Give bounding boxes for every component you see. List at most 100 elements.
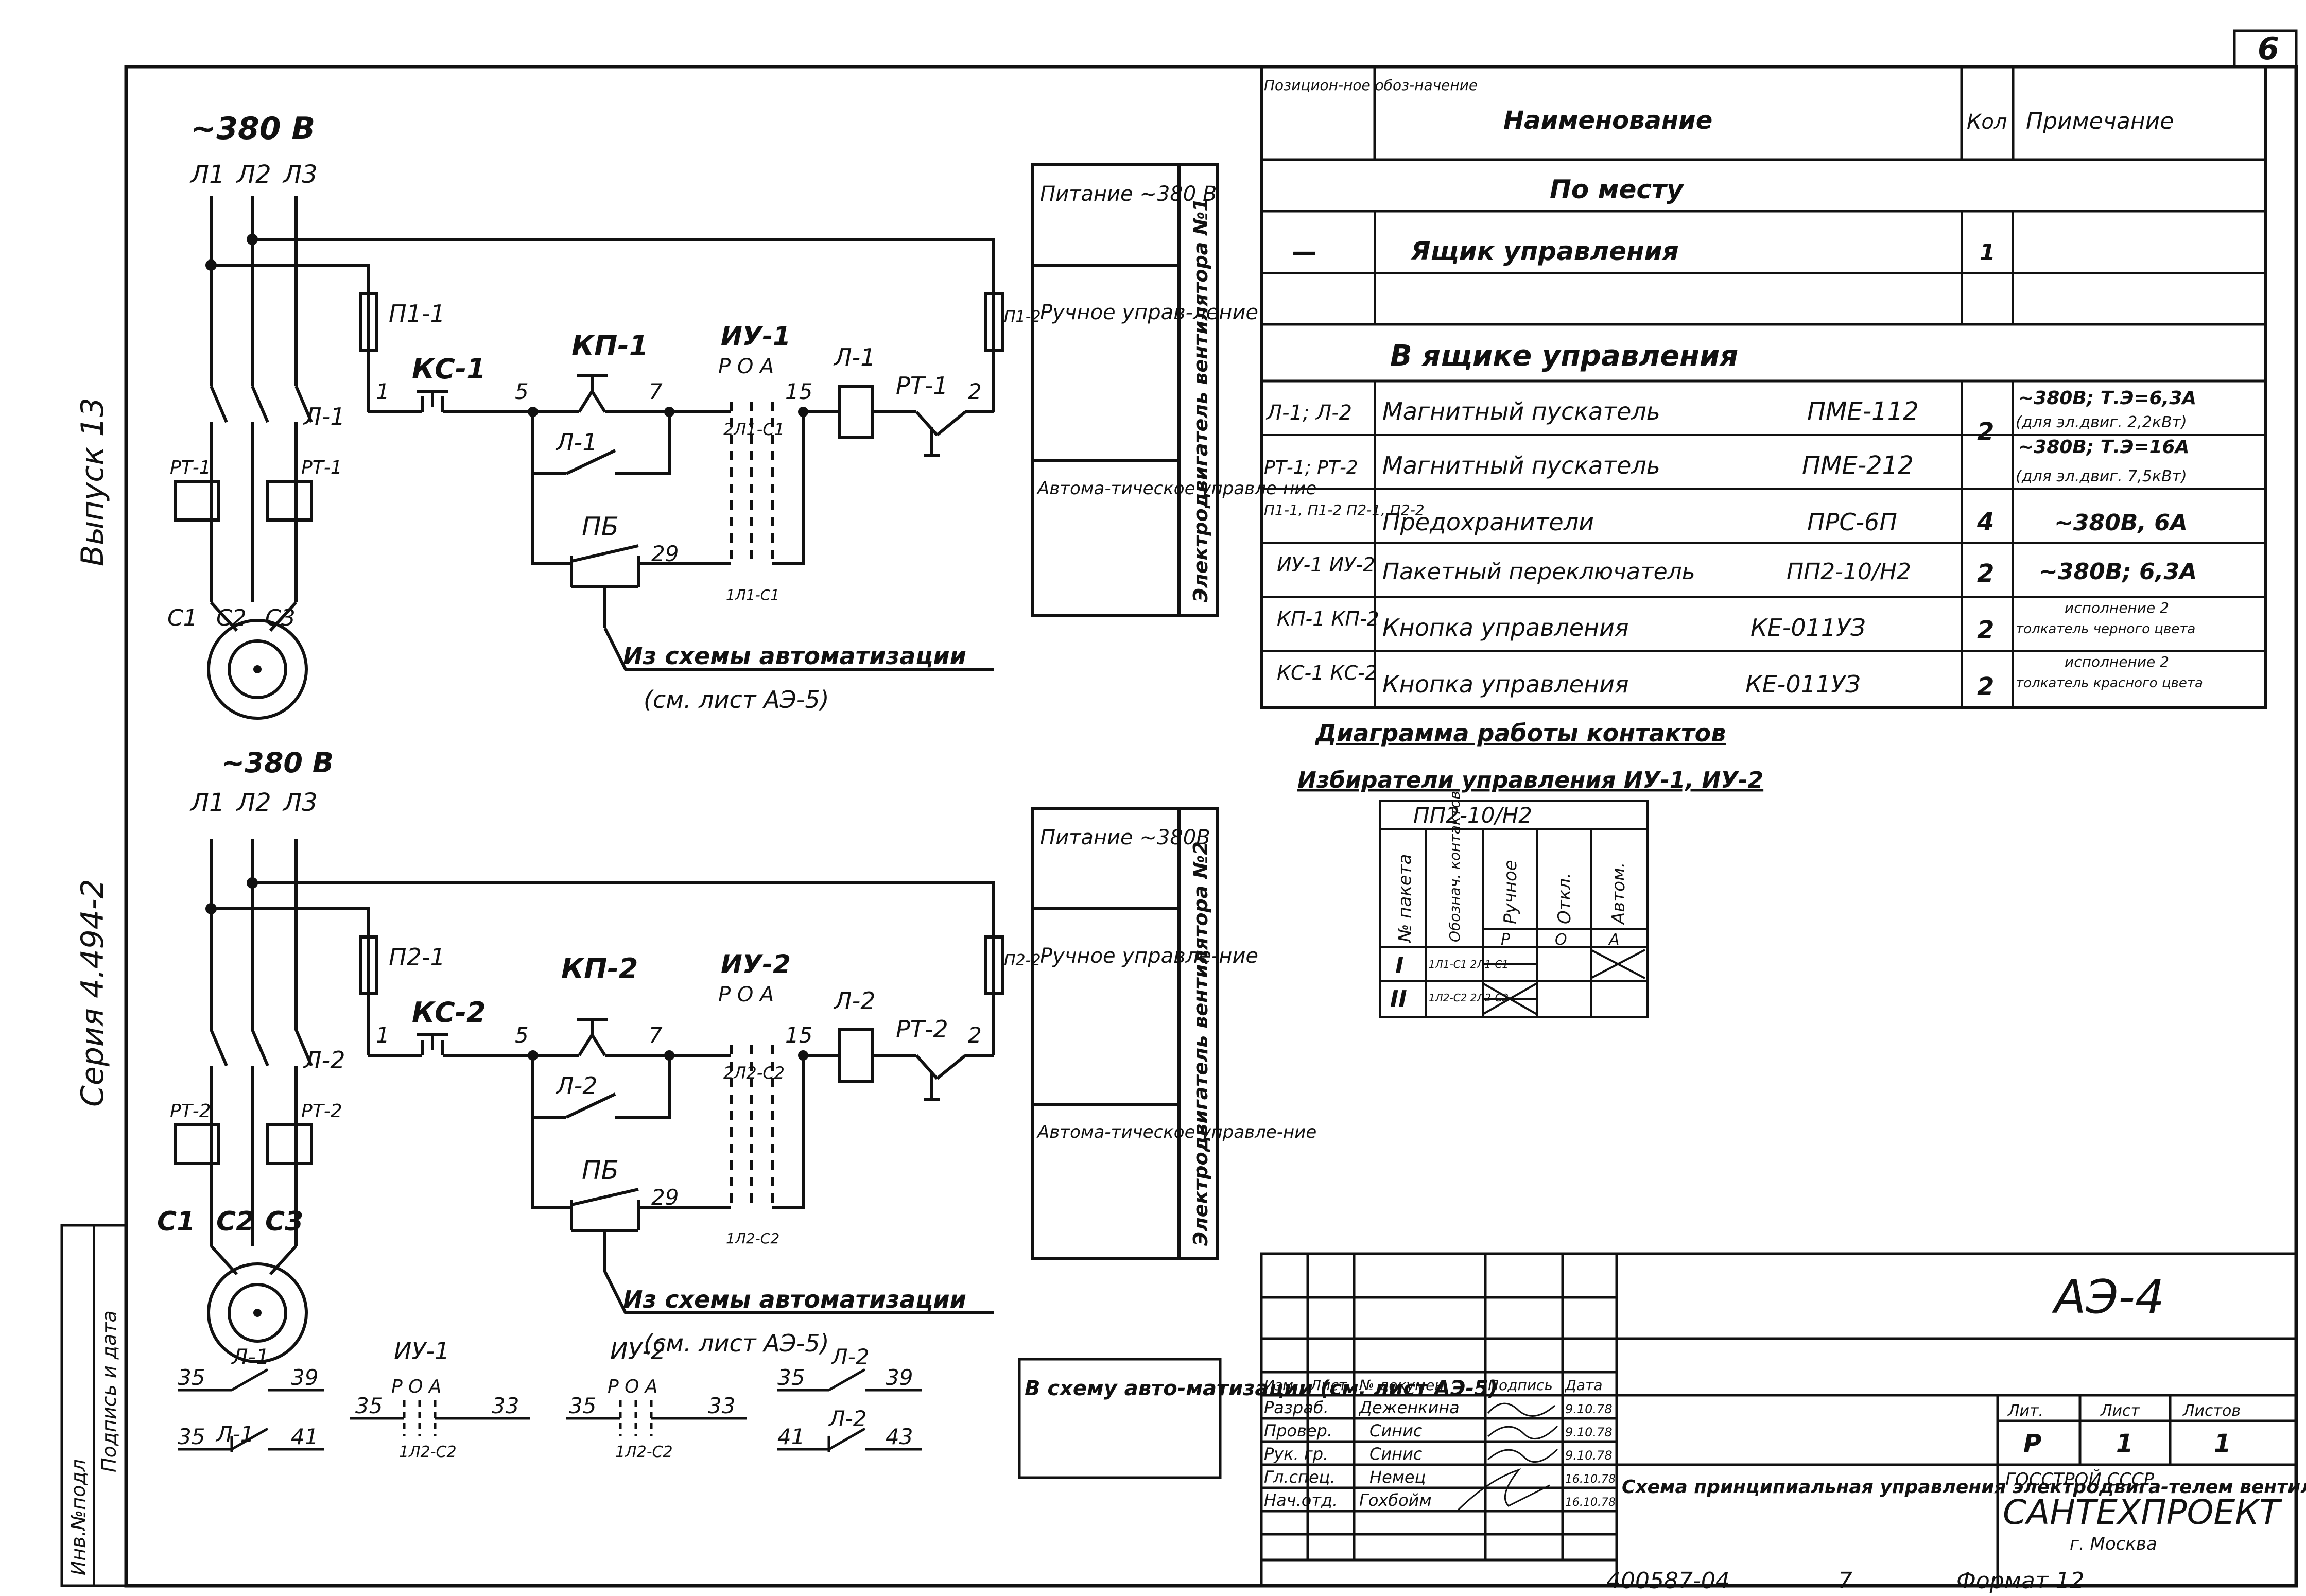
org-name: САНТЕХПРОЕКТ <box>2003 1493 2282 1532</box>
aux-r2-b: 43 <box>886 1424 913 1449</box>
stage-header-lists: Листов <box>2182 1402 2241 1420</box>
spec-row-qty: 4 <box>1976 508 1994 536</box>
circuit1-coil: Л-1 <box>833 343 875 371</box>
staff-role: Рук. гр. <box>1264 1444 1328 1464</box>
spec-row-type: КЕ-011УЗ <box>1745 670 1861 698</box>
circuit1-node-5: 5 <box>515 379 529 404</box>
staff-role: Провер. <box>1264 1421 1332 1441</box>
rev-header-doc: № докумен. <box>1358 1377 1449 1394</box>
circuit1-node-7: 7 <box>649 379 663 404</box>
spec-box-pos: — <box>1292 237 1317 266</box>
aux-iu1-contacts: 1Л2-С2 <box>399 1443 457 1461</box>
circuit1-panel-manual: Ручное управ-ление <box>1040 301 1258 324</box>
aux-iu2-poa: Р О А <box>608 1376 658 1397</box>
rev-header-list: Лист <box>1310 1377 1347 1394</box>
circuit1-c2: С2 <box>216 605 247 631</box>
stamp-signature: Подпись и дата <box>98 1310 120 1472</box>
contact-letter-o: О <box>1555 931 1567 949</box>
circuit2-node-5: 5 <box>515 1022 529 1048</box>
circuit2-voltage: ~380 В <box>221 747 334 779</box>
circuit1-phase-l3: Л3 <box>282 160 318 189</box>
spec-row-4: ИУ-1 ИУ-2 Пакетный переключатель ПП2-10/… <box>1277 553 2197 588</box>
contact-letter-p: Р <box>1501 931 1511 949</box>
circuit2-c2: С2 <box>216 1206 254 1237</box>
circuit2-iu-contacts: 2Л2-С2 <box>723 1063 785 1083</box>
circuit1-node-1: 1 <box>376 379 390 404</box>
contact-diagram-subtitle: Избиратели управления ИУ-1, ИУ-2 <box>1297 767 1763 793</box>
contact-table-title: ПП2-10/Н2 <box>1413 803 1532 828</box>
staff-name: Гохбойм <box>1359 1490 1432 1510</box>
aux-r2-name: Л-2 <box>828 1406 866 1431</box>
signature-mark <box>1487 1448 1558 1463</box>
staff-role: Нач.отд. <box>1264 1490 1338 1510</box>
circuit2-phase-l3: Л3 <box>282 788 318 817</box>
circuit2-note-line1: Из схемы автоматизации <box>623 1286 966 1313</box>
circuit2-node-29: 29 <box>651 1185 679 1210</box>
staff-role: Гл.спец. <box>1264 1467 1336 1487</box>
circuit1-iu-poa: Р О А <box>718 355 774 378</box>
circuit1-c3: С3 <box>265 605 296 631</box>
stamp-inventory: Инв.№подл <box>67 1459 90 1575</box>
aux-r1-b: 39 <box>886 1365 913 1390</box>
drawing-code: АЭ-4 <box>2052 1270 2164 1324</box>
staff-row-2: Провер. Синис 9.10.78 <box>1264 1421 1613 1441</box>
spec-section-1: По месту <box>1550 175 1685 204</box>
circuit1-contactor: Л-1 <box>555 428 597 456</box>
spec-section-2: В ящике управления <box>1390 339 1738 373</box>
spec-header-note: Примечание <box>2026 108 2174 134</box>
circuit1-ks: КС-1 <box>412 353 486 385</box>
stage-header-list: Лист <box>2100 1402 2141 1420</box>
signature-mark <box>1487 1402 1555 1417</box>
staff-name: Синис <box>1369 1444 1423 1464</box>
aux-l1-a: 35 <box>178 1365 205 1390</box>
circuit1-node-2: 2 <box>968 379 982 404</box>
circuit1-contactor-power: Л-1 <box>303 403 345 430</box>
spec-row-qty: 2 <box>1977 672 1994 701</box>
circuit2-node-7: 7 <box>649 1022 663 1048</box>
circuit2-coil: Л-2 <box>833 987 875 1015</box>
circuit2-ks: КС-2 <box>412 996 486 1029</box>
staff-date: 9.10.78 <box>1565 1448 1613 1463</box>
spec-row-5: КП-1 КП-2 Кнопка управления КЕ-011УЗ 2 и… <box>1277 599 2195 645</box>
spec-row-pos: Л-1; Л-2 <box>1265 401 1352 425</box>
spec-row-1: Л-1; Л-2 Магнитный пускатель ПМЕ-112 2 ~… <box>1265 388 2196 446</box>
circuit2-panel-power: Питание ~380В <box>1040 826 1210 849</box>
staff-name: Деженкина <box>1358 1398 1460 1417</box>
org-city: г. Москва <box>2070 1534 2157 1554</box>
stage-value-lists: 1 <box>2214 1429 2231 1458</box>
circuit2-pb: ПБ <box>582 1155 619 1185</box>
spec-row-type: ПРС-6П <box>1807 508 1897 536</box>
circuit1-node-29: 29 <box>651 541 679 566</box>
staff-name: Синис <box>1369 1421 1423 1441</box>
circuit2-contactor-power: Л-2 <box>303 1046 345 1074</box>
aux-iu2-right: 33 <box>708 1393 735 1418</box>
aux-l1-b: 39 <box>291 1365 318 1390</box>
circuit1-note-line2: (см. лист АЭ-5) <box>644 686 829 714</box>
signature-mark <box>1456 1468 1550 1512</box>
spec-row-qty: 2 <box>1977 616 1994 645</box>
circuit1-iu: ИУ-1 <box>721 321 791 351</box>
aux-iu1-right: 33 <box>492 1393 519 1418</box>
spec-row-note2: (для эл.двиг. 7,5кВт) <box>2016 467 2187 485</box>
spec-row-note2: (для эл.двиг. 2,2кВт) <box>2016 413 2187 431</box>
spec-row-name: Кнопка управления <box>1382 614 1629 641</box>
spec-row-type: КЕ-011УЗ <box>1750 614 1866 641</box>
aux-iu1-name: ИУ-1 <box>394 1337 449 1365</box>
spec-row-name: Магнитный пускатель <box>1382 452 1660 479</box>
spec-row-pos: П1-1, П1-2 П2-1, П2-2 <box>1264 501 1425 518</box>
aux-iu1-poa: Р О А <box>391 1376 442 1397</box>
circuit1-fuse-left: П1-1 <box>389 300 445 327</box>
staff-name: Немец <box>1369 1467 1426 1487</box>
rev-header-sign: Подпись <box>1488 1377 1553 1394</box>
footer-format: Формат 12 <box>1956 1568 2085 1594</box>
staff-row-5: Нач.отд. Гохбойм 16.10.78 <box>1264 1490 1616 1510</box>
circuit1-node-15: 15 <box>785 379 812 404</box>
aux-l2-b: 41 <box>291 1424 318 1449</box>
spec-row-2: РТ-1; РТ-2 Магнитный пускатель ПМЕ-212 ~… <box>1264 437 2189 485</box>
circuit2-rt-right: РТ-2 <box>301 1101 342 1122</box>
spec-row-note1: ~380В; 6,3А <box>2039 559 2197 585</box>
staff-row-4: Гл.спец. Немец 16.10.78 <box>1264 1467 1616 1487</box>
circuit2-note-line2: (см. лист АЭ-5) <box>644 1329 829 1357</box>
motor-circuit-1: ~380 В Л1 Л2 Л3 П1-1 П1-2 КС-1 КП-1 ИУ-1… <box>167 111 1316 718</box>
